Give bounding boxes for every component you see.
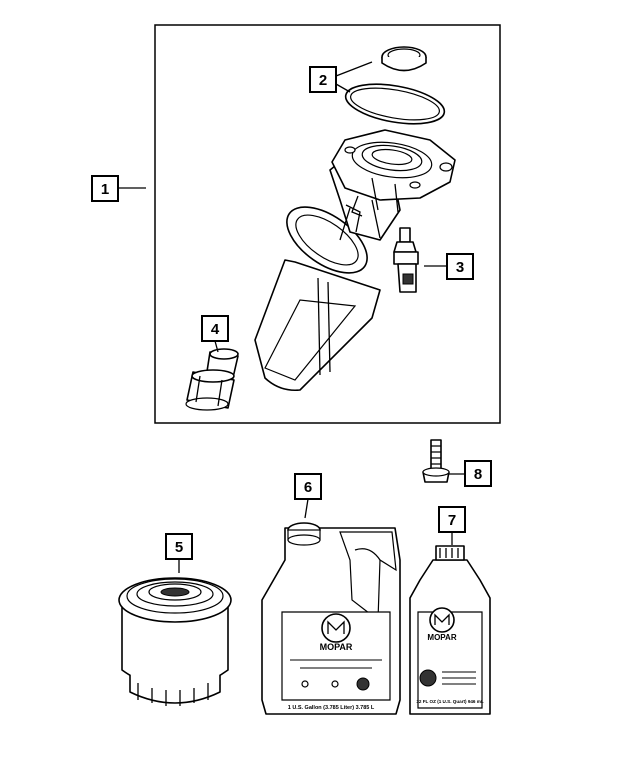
seal-rings — [344, 46, 446, 125]
callout-2: 2 — [309, 66, 337, 93]
bottle-volume: 32 FL OZ (1 U.S. Quart) 946 mL — [416, 699, 484, 704]
bottle-brand: MOPAR — [427, 633, 456, 642]
svg-text:6: 6 — [304, 479, 312, 496]
callout-3: 3 — [446, 253, 474, 280]
leader-lines — [118, 61, 465, 573]
bolt — [422, 439, 450, 483]
jug-volume: 1 U.S. Gallon (3.785 Liter) 3.785 L — [288, 705, 375, 711]
callout-4: 4 — [201, 315, 229, 342]
assembly-frame — [154, 24, 501, 424]
svg-text:1: 1 — [101, 181, 109, 198]
jug-brand: MOPAR — [320, 642, 353, 652]
oil-sensor — [393, 227, 419, 293]
oil-filter — [118, 577, 232, 706]
callout-1: 1 — [91, 175, 119, 202]
svg-text:7: 7 — [448, 512, 456, 529]
svg-text:8: 8 — [474, 466, 482, 483]
oil-bottle: MOPAR 32 FL OZ (1 U.S. Quart) 946 mL — [409, 545, 491, 715]
oil-jug: MOPAR 1 U.S. Gallon (3.785 Liter) 3.785 … — [261, 522, 401, 715]
svg-text:3: 3 — [456, 259, 464, 276]
drain-plug — [185, 348, 239, 411]
callout-6: 6 — [294, 473, 322, 500]
callout-5: 5 — [165, 533, 193, 560]
svg-text:4: 4 — [211, 321, 220, 338]
svg-text:5: 5 — [175, 539, 183, 556]
oil-filter-housing — [254, 129, 456, 392]
callout-7: 7 — [438, 506, 466, 533]
callout-8: 8 — [464, 460, 492, 487]
svg-text:2: 2 — [319, 72, 327, 89]
